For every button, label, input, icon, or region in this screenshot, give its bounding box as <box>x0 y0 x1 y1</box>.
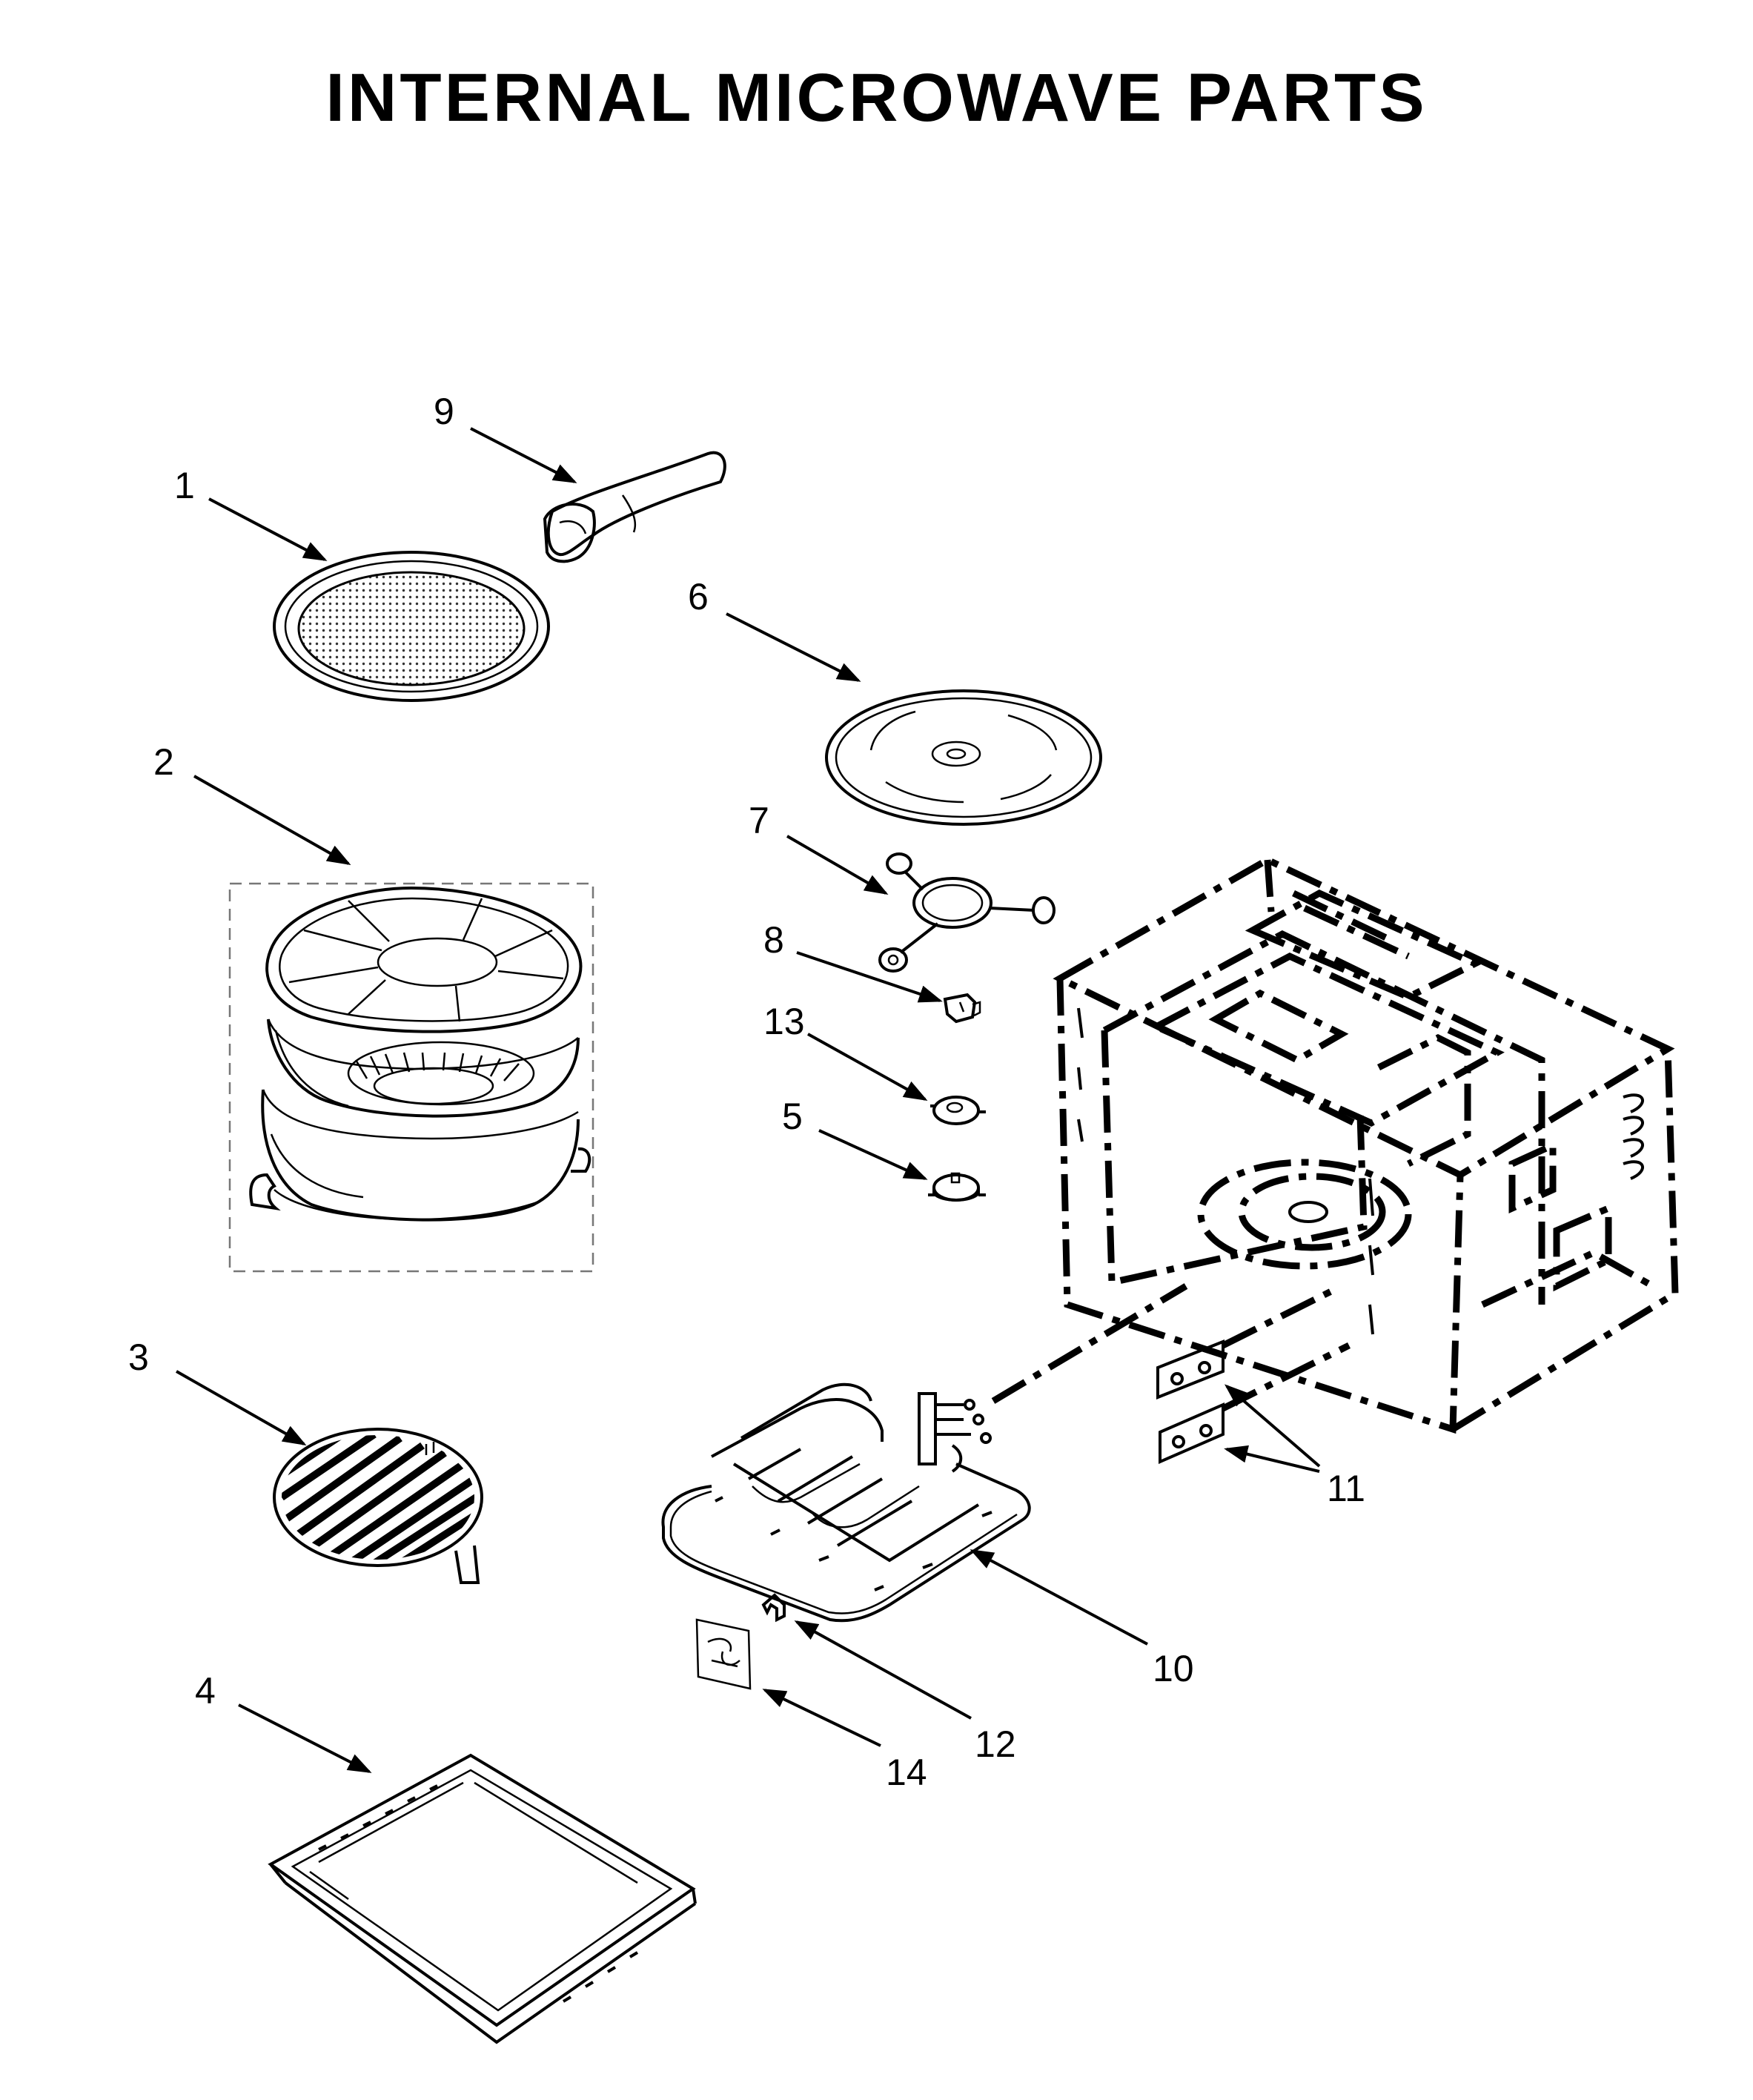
leader-13 <box>807 1033 928 1101</box>
part-14-label <box>695 1618 752 1690</box>
callout-8: 8 <box>763 919 784 961</box>
callout-13: 13 <box>763 1001 805 1042</box>
part-13-thermal-fuse <box>930 1096 986 1125</box>
leader-2 <box>193 775 351 865</box>
callout-12: 12 <box>975 1723 1016 1765</box>
part-3-grill-rack <box>273 1428 483 1584</box>
leader-11b <box>1224 1445 1320 1473</box>
leader-9 <box>470 427 577 483</box>
part-8-coupler <box>943 993 981 1024</box>
leader-12 <box>794 1620 972 1720</box>
callout-9: 9 <box>434 391 454 432</box>
leader-arrows <box>176 427 1321 1773</box>
callout-10: 10 <box>1153 1648 1194 1689</box>
part-10-grill-element <box>661 1382 1031 1623</box>
callout-5: 5 <box>782 1096 803 1137</box>
microwave-cavity-phantom <box>991 855 1679 1434</box>
leader-14 <box>762 1689 881 1747</box>
part-1-crisper-pan <box>273 551 550 702</box>
leader-5 <box>818 1129 928 1180</box>
callout-1: 1 <box>174 465 195 506</box>
leader-1 <box>208 497 328 561</box>
leader-6 <box>726 612 861 682</box>
callout-7: 7 <box>749 800 769 841</box>
callout-4: 4 <box>195 1670 216 1712</box>
leader-4 <box>238 1703 372 1773</box>
leader-3 <box>176 1370 307 1445</box>
part-5-turntable-motor <box>928 1172 986 1202</box>
part-11-mica-plates <box>1156 1339 1225 1465</box>
callout-6: 6 <box>688 576 709 617</box>
part-4-baking-tray <box>268 1753 697 2044</box>
page-title: INTERNAL MICROWAVE PARTS <box>325 60 1428 136</box>
part-6-turntable-tray <box>825 689 1102 826</box>
part-7-roller-support <box>878 852 1056 973</box>
part-12-clip <box>761 1593 786 1623</box>
leader-8 <box>796 951 943 1003</box>
callout-14: 14 <box>886 1752 927 1793</box>
callout-2: 2 <box>153 741 174 783</box>
leader-11a <box>1224 1384 1321 1468</box>
leader-7 <box>786 835 889 895</box>
callout-3: 3 <box>128 1336 149 1378</box>
callout-11: 11 <box>1327 1468 1365 1509</box>
leader-10 <box>970 1549 1148 1646</box>
part-9-handle <box>543 451 726 563</box>
callout-labels: 1 9 6 2 7 8 13 5 3 4 10 11 12 14 <box>128 391 1365 1793</box>
part-2-steamer-set <box>228 882 594 1273</box>
